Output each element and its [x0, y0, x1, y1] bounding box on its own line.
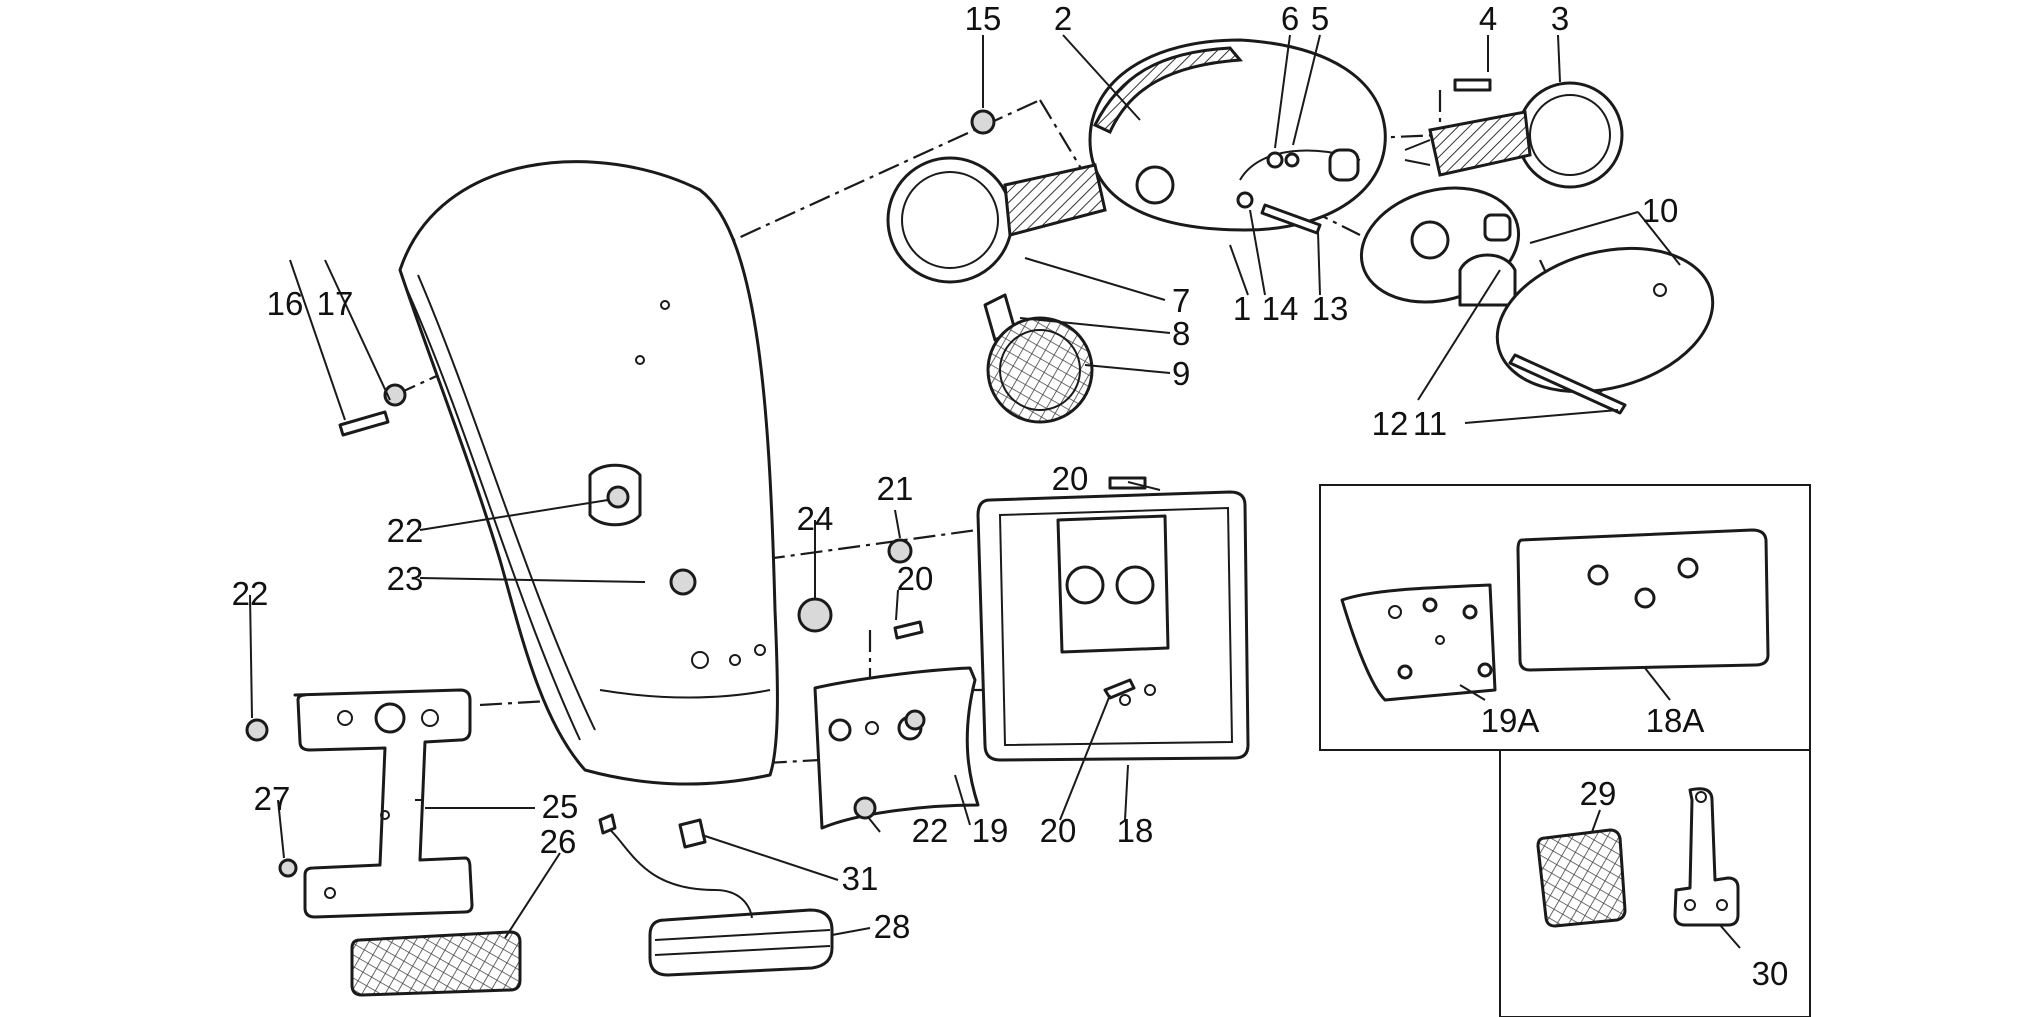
- callout-10: 10: [1642, 192, 1679, 229]
- callout-2: 2: [1054, 0, 1072, 37]
- stop-light-body: [1359, 186, 1521, 307]
- callout-18: 18: [1117, 812, 1154, 849]
- callout-20-mid: 20: [897, 560, 934, 597]
- callout-6: 6: [1281, 0, 1299, 37]
- spacers: [245, 463, 924, 742]
- leader-lines: [249, 34, 1741, 949]
- callout-30: 30: [1752, 955, 1789, 992]
- reflector-9-and-bulb-8: [983, 293, 1094, 424]
- callout-14: 14: [1262, 290, 1299, 327]
- callout-28: 28: [874, 908, 911, 945]
- callout-27: 27: [254, 780, 291, 817]
- callout-25: 25: [542, 788, 579, 825]
- callout-5: 5: [1311, 0, 1329, 37]
- callout-26: 26: [540, 823, 577, 860]
- callout-13: 13: [1312, 290, 1349, 327]
- inset-box-reflector: [1499, 749, 1811, 1017]
- callout-20-top: 20: [1052, 460, 1089, 497]
- tail-light-housing: [1088, 38, 1387, 232]
- callout-31: 31: [842, 860, 879, 897]
- stop-light-lens: [1495, 246, 1715, 415]
- callout-1: 1: [1233, 290, 1251, 327]
- callout-17: 17: [317, 285, 354, 322]
- reflector-26: [350, 930, 522, 997]
- left-turn-signal: [886, 156, 1107, 284]
- callout-19: 19: [972, 812, 1009, 849]
- callout-22-left: 22: [232, 575, 269, 612]
- callout-12: 12: [1372, 405, 1409, 442]
- callout-16: 16: [267, 285, 304, 322]
- callout-8: 8: [1172, 315, 1190, 352]
- callout-15: 15: [965, 0, 1002, 37]
- inset-box-variant-a: [1319, 484, 1811, 751]
- bracket-19: [813, 666, 980, 830]
- callout-9: 9: [1172, 355, 1190, 392]
- bulb-socket-parts: [1236, 78, 1492, 235]
- right-turn-signal: [1404, 81, 1624, 189]
- callout-4: 4: [1479, 0, 1497, 37]
- bracket-25: [278, 688, 474, 919]
- callout-labels: 15 2 6 5 4 3 10 7 1 14 13 8 9 12 11 16 1…: [232, 0, 1789, 992]
- callout-11: 11: [1413, 405, 1447, 442]
- callout-22-lower: 22: [912, 812, 949, 849]
- callout-24: 24: [797, 500, 834, 537]
- callout-21: 21: [877, 470, 914, 507]
- light-28-with-cable: [598, 813, 834, 977]
- callout-29: 29: [1580, 775, 1617, 812]
- license-plate-holder: [976, 476, 1250, 762]
- callout-3: 3: [1551, 0, 1569, 37]
- callout-20-bottom: 20: [1040, 812, 1077, 849]
- callout-18A: 18A: [1646, 702, 1705, 739]
- callout-19A: 19A: [1481, 702, 1540, 739]
- callout-22-upper: 22: [387, 512, 424, 549]
- callout-23: 23: [387, 560, 424, 597]
- callout-7: 7: [1172, 282, 1190, 319]
- fasteners-15-16-17: [338, 109, 996, 437]
- rear-fender: [398, 160, 779, 786]
